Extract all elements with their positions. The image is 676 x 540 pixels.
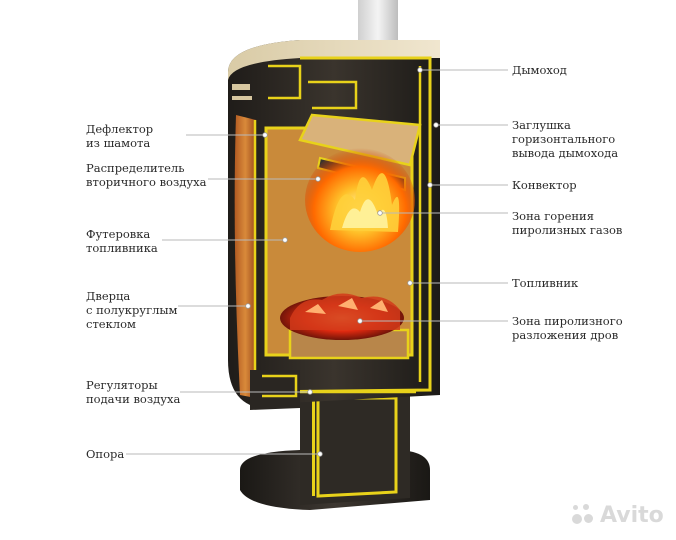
label-plug-line1: Заглушка [512, 118, 571, 132]
label-lining-line1: Футеровка [86, 227, 151, 241]
fire [280, 148, 415, 340]
label-regulators-line2: подачи воздуха [86, 392, 181, 406]
avito-watermark: Avito [570, 500, 670, 530]
label-pyrolysis-zone: Зона пиролизного разложения дров [512, 314, 623, 342]
label-plug-line3: вывода дымохода [512, 146, 619, 160]
avito-watermark-text: Avito [600, 502, 664, 528]
label-combustion-zone-line1: Зона горения [512, 209, 594, 223]
label-regulators-line1: Регуляторы [86, 378, 158, 392]
label-deflector: Дефлектор из шамота [86, 122, 153, 150]
label-plug: Заглушка горизонтального вывода дымохода [512, 118, 618, 160]
leader-lines-left [126, 134, 320, 455]
leader-lines-right [360, 69, 508, 322]
label-lining: Футеровка топливника [86, 227, 158, 255]
label-distributor-line2: вторичного воздуха [86, 175, 207, 189]
label-pyrolysis-zone-line2: разложения дров [512, 328, 619, 342]
label-lining-line2: топливника [86, 241, 158, 255]
label-firebox: Топливник [512, 276, 578, 290]
avito-logo-icon [570, 502, 596, 528]
label-door-line2: с полукруглым [86, 303, 178, 317]
label-convector-line1: Конвектор [512, 178, 577, 192]
label-combustion-zone-line2: пиролизных газов [512, 223, 623, 237]
label-distributor-line1: Распределитель [86, 161, 185, 175]
label-firebox-line1: Топливник [512, 276, 579, 290]
label-pyrolysis-zone-line1: Зона пиролизного [512, 314, 623, 328]
label-door-line3: стеклом [86, 317, 136, 331]
label-door: Дверца с полукруглым стеклом [86, 289, 178, 331]
label-chimney-line1: Дымоход [512, 63, 567, 77]
support-base [240, 395, 430, 510]
label-deflector-line2: из шамота [86, 136, 151, 150]
leader-dots [245, 67, 439, 457]
label-combustion-zone: Зона горения пиролизных газов [512, 209, 622, 237]
label-chimney: Дымоход [512, 63, 567, 77]
label-distributor: Распределитель вторичного воздуха [86, 161, 206, 189]
label-support: Опора [86, 447, 124, 461]
label-door-line1: Дверца [86, 289, 131, 303]
label-convector: Конвектор [512, 178, 577, 192]
label-regulators: Регуляторы подачи воздуха [86, 378, 180, 406]
label-plug-line2: горизонтального [512, 132, 616, 146]
label-support-line1: Опора [86, 447, 125, 461]
label-deflector-line1: Дефлектор [86, 122, 154, 136]
air-regulators [250, 370, 416, 410]
